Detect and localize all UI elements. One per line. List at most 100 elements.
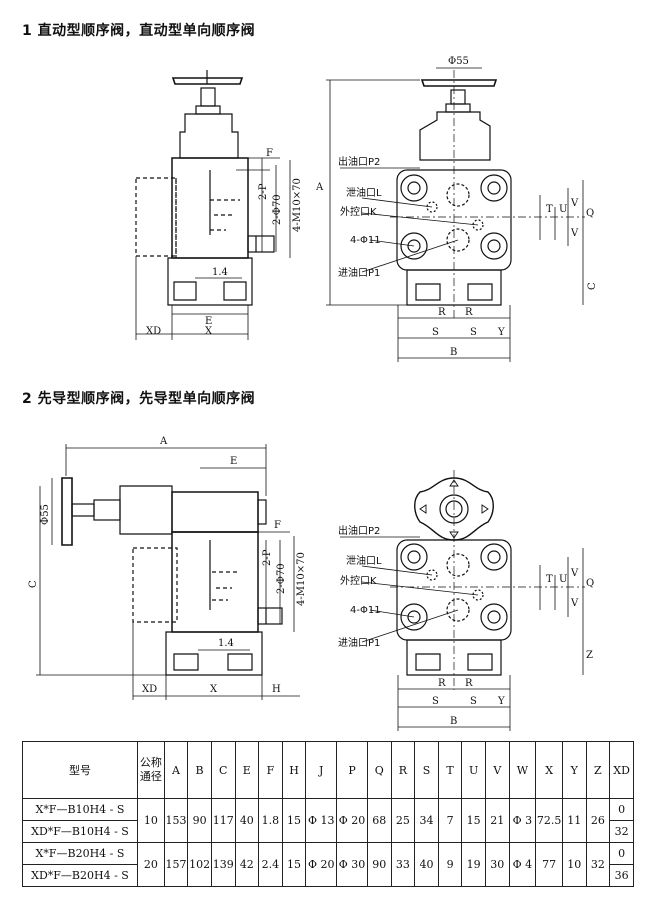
value-cell: 2.4 <box>258 842 283 887</box>
dim-Z-2: Z <box>586 650 593 661</box>
label-out-1: 出油口P2 <box>338 155 380 168</box>
dim-S-1b: S <box>470 327 477 338</box>
header-model: 型号 <box>22 741 138 799</box>
dim-E-1: E <box>205 316 212 327</box>
dim-1.4-2: 1.4 <box>218 638 234 649</box>
header-col: T <box>437 741 463 799</box>
label-holes-1: 4-Φ11 <box>350 235 381 246</box>
model-cell: XD*F—B10H4 - S <box>22 820 138 843</box>
header-col: V <box>484 741 510 799</box>
value-cell: 19 <box>461 842 486 887</box>
dim-T-2: T <box>546 574 553 585</box>
dim-R-2a: R <box>438 678 446 689</box>
label-drain-2: 泄油口L <box>346 554 382 567</box>
dim-V-2b: V <box>570 598 579 609</box>
model-cell: X*F—B10H4 - S <box>22 798 138 821</box>
header-col: S <box>414 741 439 799</box>
dim-U-1: U <box>559 204 567 215</box>
dim-phi55-1: Φ55 <box>448 56 469 67</box>
table-row: X*F—B10H4 - S 10 153 90 117 40 1.8 15 Φ … <box>22 798 634 843</box>
dn-cell: 10 <box>137 798 165 843</box>
xd-cell: 36 <box>609 864 634 887</box>
table-header-row: 型号 公称通径 A B C E F H J P Q R S T U V W X … <box>22 741 634 799</box>
value-cell: 11 <box>561 798 587 843</box>
label-out-2: 出油口P2 <box>338 524 380 537</box>
value-cell: 15 <box>281 842 307 887</box>
dim-S-2a: S <box>432 696 439 707</box>
value-cell: Φ 20 <box>336 798 368 843</box>
drawing-1-front-view <box>326 67 585 362</box>
value-cell: 10 <box>561 842 587 887</box>
dim-H-2: H <box>272 684 281 695</box>
dim-B-2: B <box>450 716 457 727</box>
dim-XD-2: XD <box>142 684 157 695</box>
dim-2P-1: 2-P <box>258 183 269 200</box>
value-cell: Φ 30 <box>336 842 368 887</box>
label-holes-2: 4-Φ11 <box>350 605 381 616</box>
dim-S-1a: S <box>432 327 439 338</box>
dn-cell: 20 <box>137 842 165 887</box>
value-cell: 9 <box>437 842 463 887</box>
label-ctrl-2: 外控口K <box>340 574 377 587</box>
header-dn: 公称通径 <box>137 741 165 799</box>
table-row: XD*F—B10H4 - S 32 <box>22 820 634 843</box>
value-cell: 77 <box>535 842 563 887</box>
header-col: B <box>187 741 212 799</box>
dim-B-1: B <box>450 347 457 358</box>
header-col: C <box>210 741 236 799</box>
header-col: A <box>163 741 189 799</box>
value-cell: 72.5 <box>535 798 563 843</box>
value-cell: 34 <box>414 798 439 843</box>
dim-E-2: E <box>230 456 237 467</box>
drawing-2-front-view <box>340 470 585 731</box>
header-col: X <box>535 741 563 799</box>
dim-X-2: X <box>210 684 218 695</box>
value-cell: Φ 13 <box>305 798 338 843</box>
value-cell: 7 <box>437 798 463 843</box>
dim-Y-1: Y <box>497 327 505 338</box>
dim-V-1a: V <box>570 198 579 209</box>
dim-V-1b: V <box>570 228 579 239</box>
model-cell: XD*F—B20H4 - S <box>22 864 138 887</box>
value-cell: 30 <box>484 842 510 887</box>
header-dn-line1: 公称 <box>139 756 162 769</box>
dim-R-1b: R <box>465 307 473 318</box>
dim-V-2a: V <box>570 568 579 579</box>
dim-U-2: U <box>559 574 567 585</box>
label-in-1: 进油口P1 <box>338 266 380 279</box>
dim-XD-1: XD <box>146 326 161 337</box>
header-col: J <box>305 741 338 799</box>
value-cell: 40 <box>414 842 439 887</box>
dim-1.4-1: 1.4 <box>212 267 228 278</box>
header-col: W <box>508 741 537 799</box>
dim-C-2: C <box>28 580 39 588</box>
dim-R-2b: R <box>465 678 473 689</box>
value-cell: 139 <box>210 842 236 887</box>
value-cell: 40 <box>234 798 260 843</box>
header-col: E <box>234 741 260 799</box>
label-in-2: 进油口P1 <box>338 636 380 649</box>
header-col: Z <box>585 741 611 799</box>
dim-phi70-2: 2-Φ70 <box>276 563 287 594</box>
value-cell: 21 <box>484 798 510 843</box>
value-cell: 68 <box>366 798 392 843</box>
table-row: X*F—B20H4 - S 20 157 102 139 42 2.4 15 Φ… <box>22 842 634 887</box>
dim-F-1: F <box>266 148 273 159</box>
section-2-title: 2 先导型顺序阀，先导型单向顺序阀 <box>22 391 256 407</box>
header-dn-line2: 通径 <box>139 770 162 783</box>
value-cell: 42 <box>234 842 260 887</box>
dim-m10-2: 4-M10×70 <box>296 552 307 606</box>
value-cell: Φ 20 <box>305 842 338 887</box>
value-cell: 153 <box>163 798 189 843</box>
header-col: H <box>281 741 307 799</box>
dim-phi55-2: Φ55 <box>40 504 51 525</box>
value-cell: 117 <box>210 798 236 843</box>
value-cell: 33 <box>390 842 416 887</box>
label-ctrl-1: 外控口K <box>340 205 377 218</box>
header-col: XD <box>609 741 634 799</box>
dim-F-2: F <box>274 520 281 531</box>
value-cell: 1.8 <box>258 798 283 843</box>
label-drain-1: 泄油口L <box>346 186 382 199</box>
header-col: F <box>258 741 283 799</box>
